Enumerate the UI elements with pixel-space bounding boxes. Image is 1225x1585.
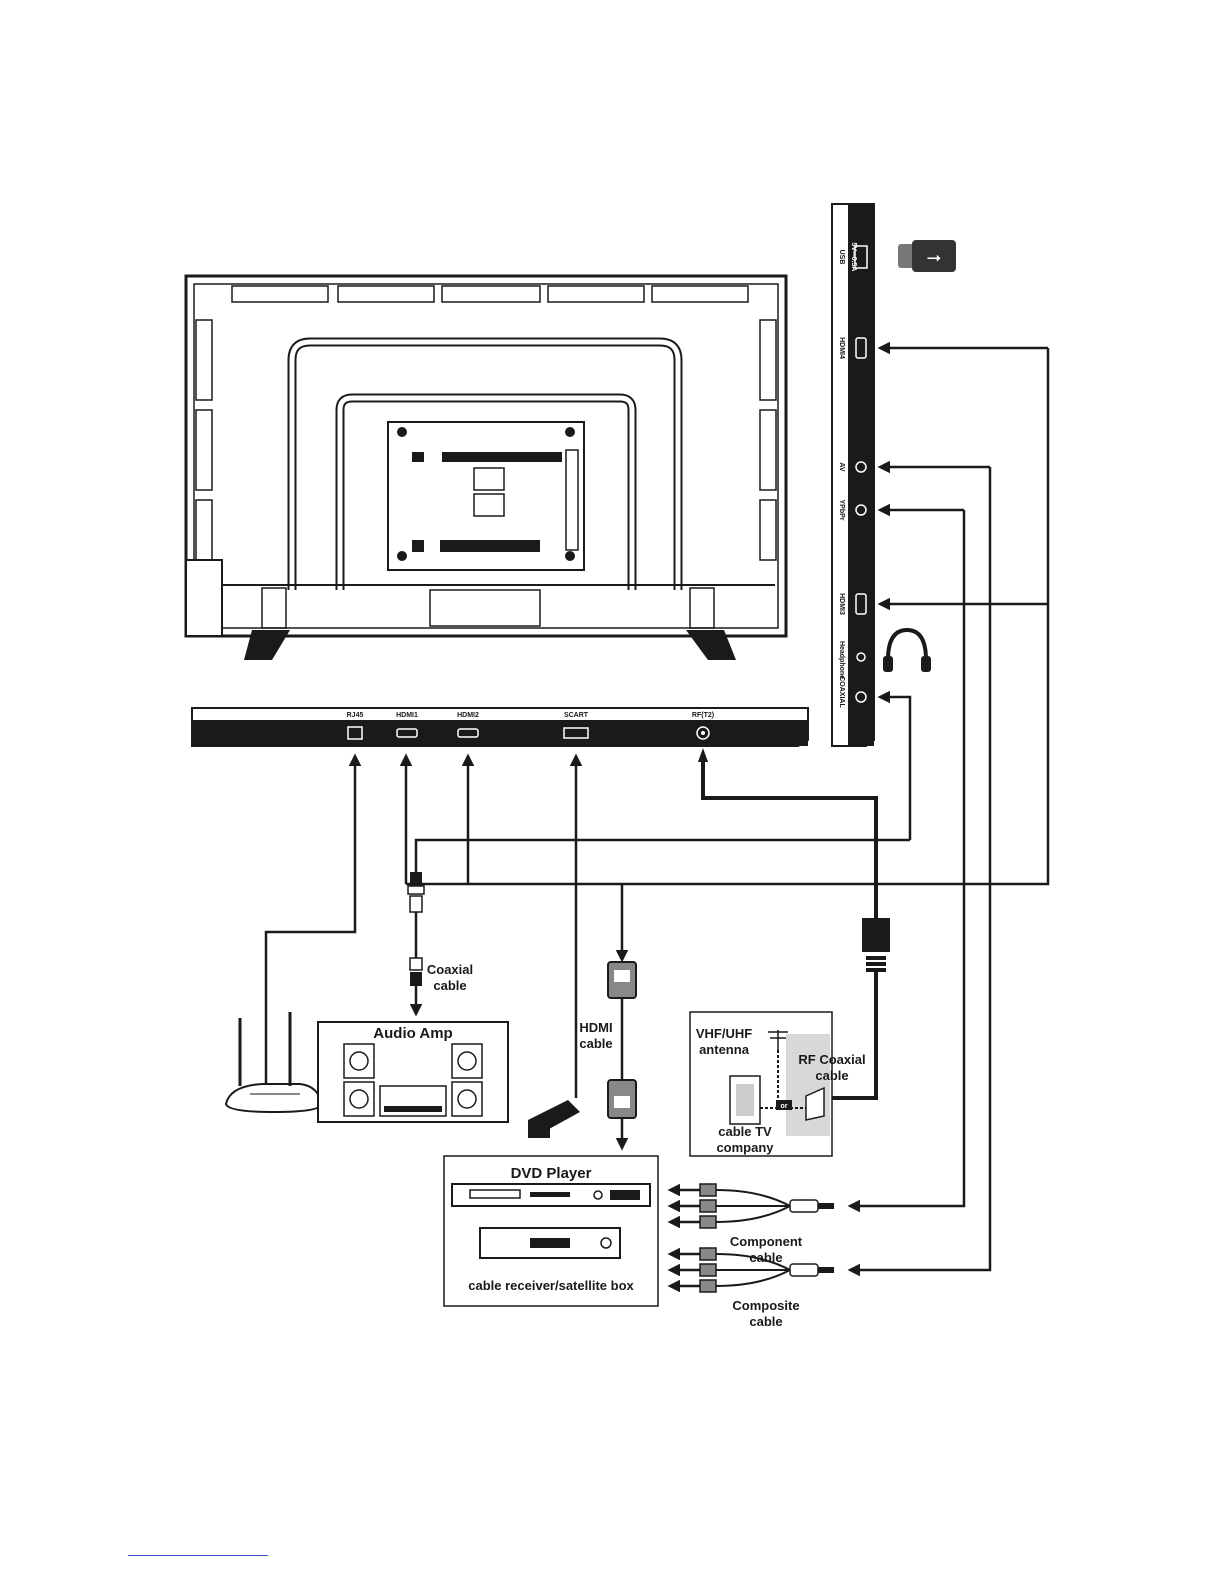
hdmi2-label: HDMI2 <box>457 712 479 719</box>
usb-label: USB <box>838 250 845 265</box>
component-cable <box>670 1184 834 1228</box>
hdmi-plug-bottom <box>608 1080 636 1118</box>
hdmi-cable-label-2: cable <box>579 1036 612 1051</box>
coaxial-plug-top <box>408 872 424 912</box>
bottom-connector-panel: RJ45 HDMI1 HDMI2 SCART RF(T2) <box>192 708 808 746</box>
cable-tv-label-2: company <box>716 1140 774 1155</box>
antenna-label-1: VHF/UHF <box>696 1026 752 1041</box>
cable-box-label: cable receiver/satellite box <box>468 1278 634 1293</box>
usb-rating-label: 5V⎓0.5A <box>850 243 857 272</box>
hdmi-plug-top <box>608 962 636 998</box>
headphones-icon <box>883 630 931 672</box>
usb-stick-icon: ⭢ <box>898 240 956 272</box>
composite-cable-label-1: Composite <box>732 1298 799 1313</box>
scart-plug-icon <box>528 1100 580 1138</box>
side-connector-panel: 5V⎓0.5A USB HDMI4 AV YPbPr HDMI3 Headpho… <box>832 204 874 746</box>
headphone-label: Headphone <box>838 641 845 679</box>
hdmi4-label: HDMI4 <box>838 337 845 359</box>
cable-routing <box>266 348 1048 1270</box>
rf-cable-label-2: cable <box>815 1068 848 1083</box>
rf-label: RF(T2) <box>692 712 714 719</box>
or-label: or <box>781 1103 788 1110</box>
av-label: AV <box>838 462 845 472</box>
dvd-player-label: DVD Player <box>511 1165 592 1182</box>
tv-back-illustration <box>186 276 786 660</box>
cable-tv-label-1: cable TV <box>718 1124 772 1139</box>
ypbpr-label: YPbPr <box>838 499 845 520</box>
footer-rule <box>128 1555 268 1556</box>
coaxial-label: COAXIAL <box>838 676 845 708</box>
coaxial-plug-bottom <box>410 958 422 986</box>
svg-text:⭢: ⭢ <box>927 247 941 268</box>
coaxial-cable-label-2: cable <box>433 978 466 993</box>
hdmi3-label: HDMI3 <box>838 593 845 615</box>
scart-label: SCART <box>564 712 589 719</box>
antenna-label-2: antenna <box>699 1042 750 1057</box>
router-icon <box>226 1012 322 1112</box>
coaxial-cable-label-1: Coaxial <box>427 962 473 977</box>
rj45-label: RJ45 <box>347 712 364 719</box>
rf-plug <box>862 918 890 972</box>
composite-cable-label-2: cable <box>749 1314 782 1329</box>
hdmi-cable-label-1: HDMI <box>579 1020 612 1035</box>
component-cable-label-1: Component <box>730 1234 803 1249</box>
hdmi1-label: HDMI1 <box>396 712 418 719</box>
audio-amp-label: Audio Amp <box>373 1025 452 1042</box>
rf-cable-label-1: RF Coaxial <box>798 1052 865 1067</box>
